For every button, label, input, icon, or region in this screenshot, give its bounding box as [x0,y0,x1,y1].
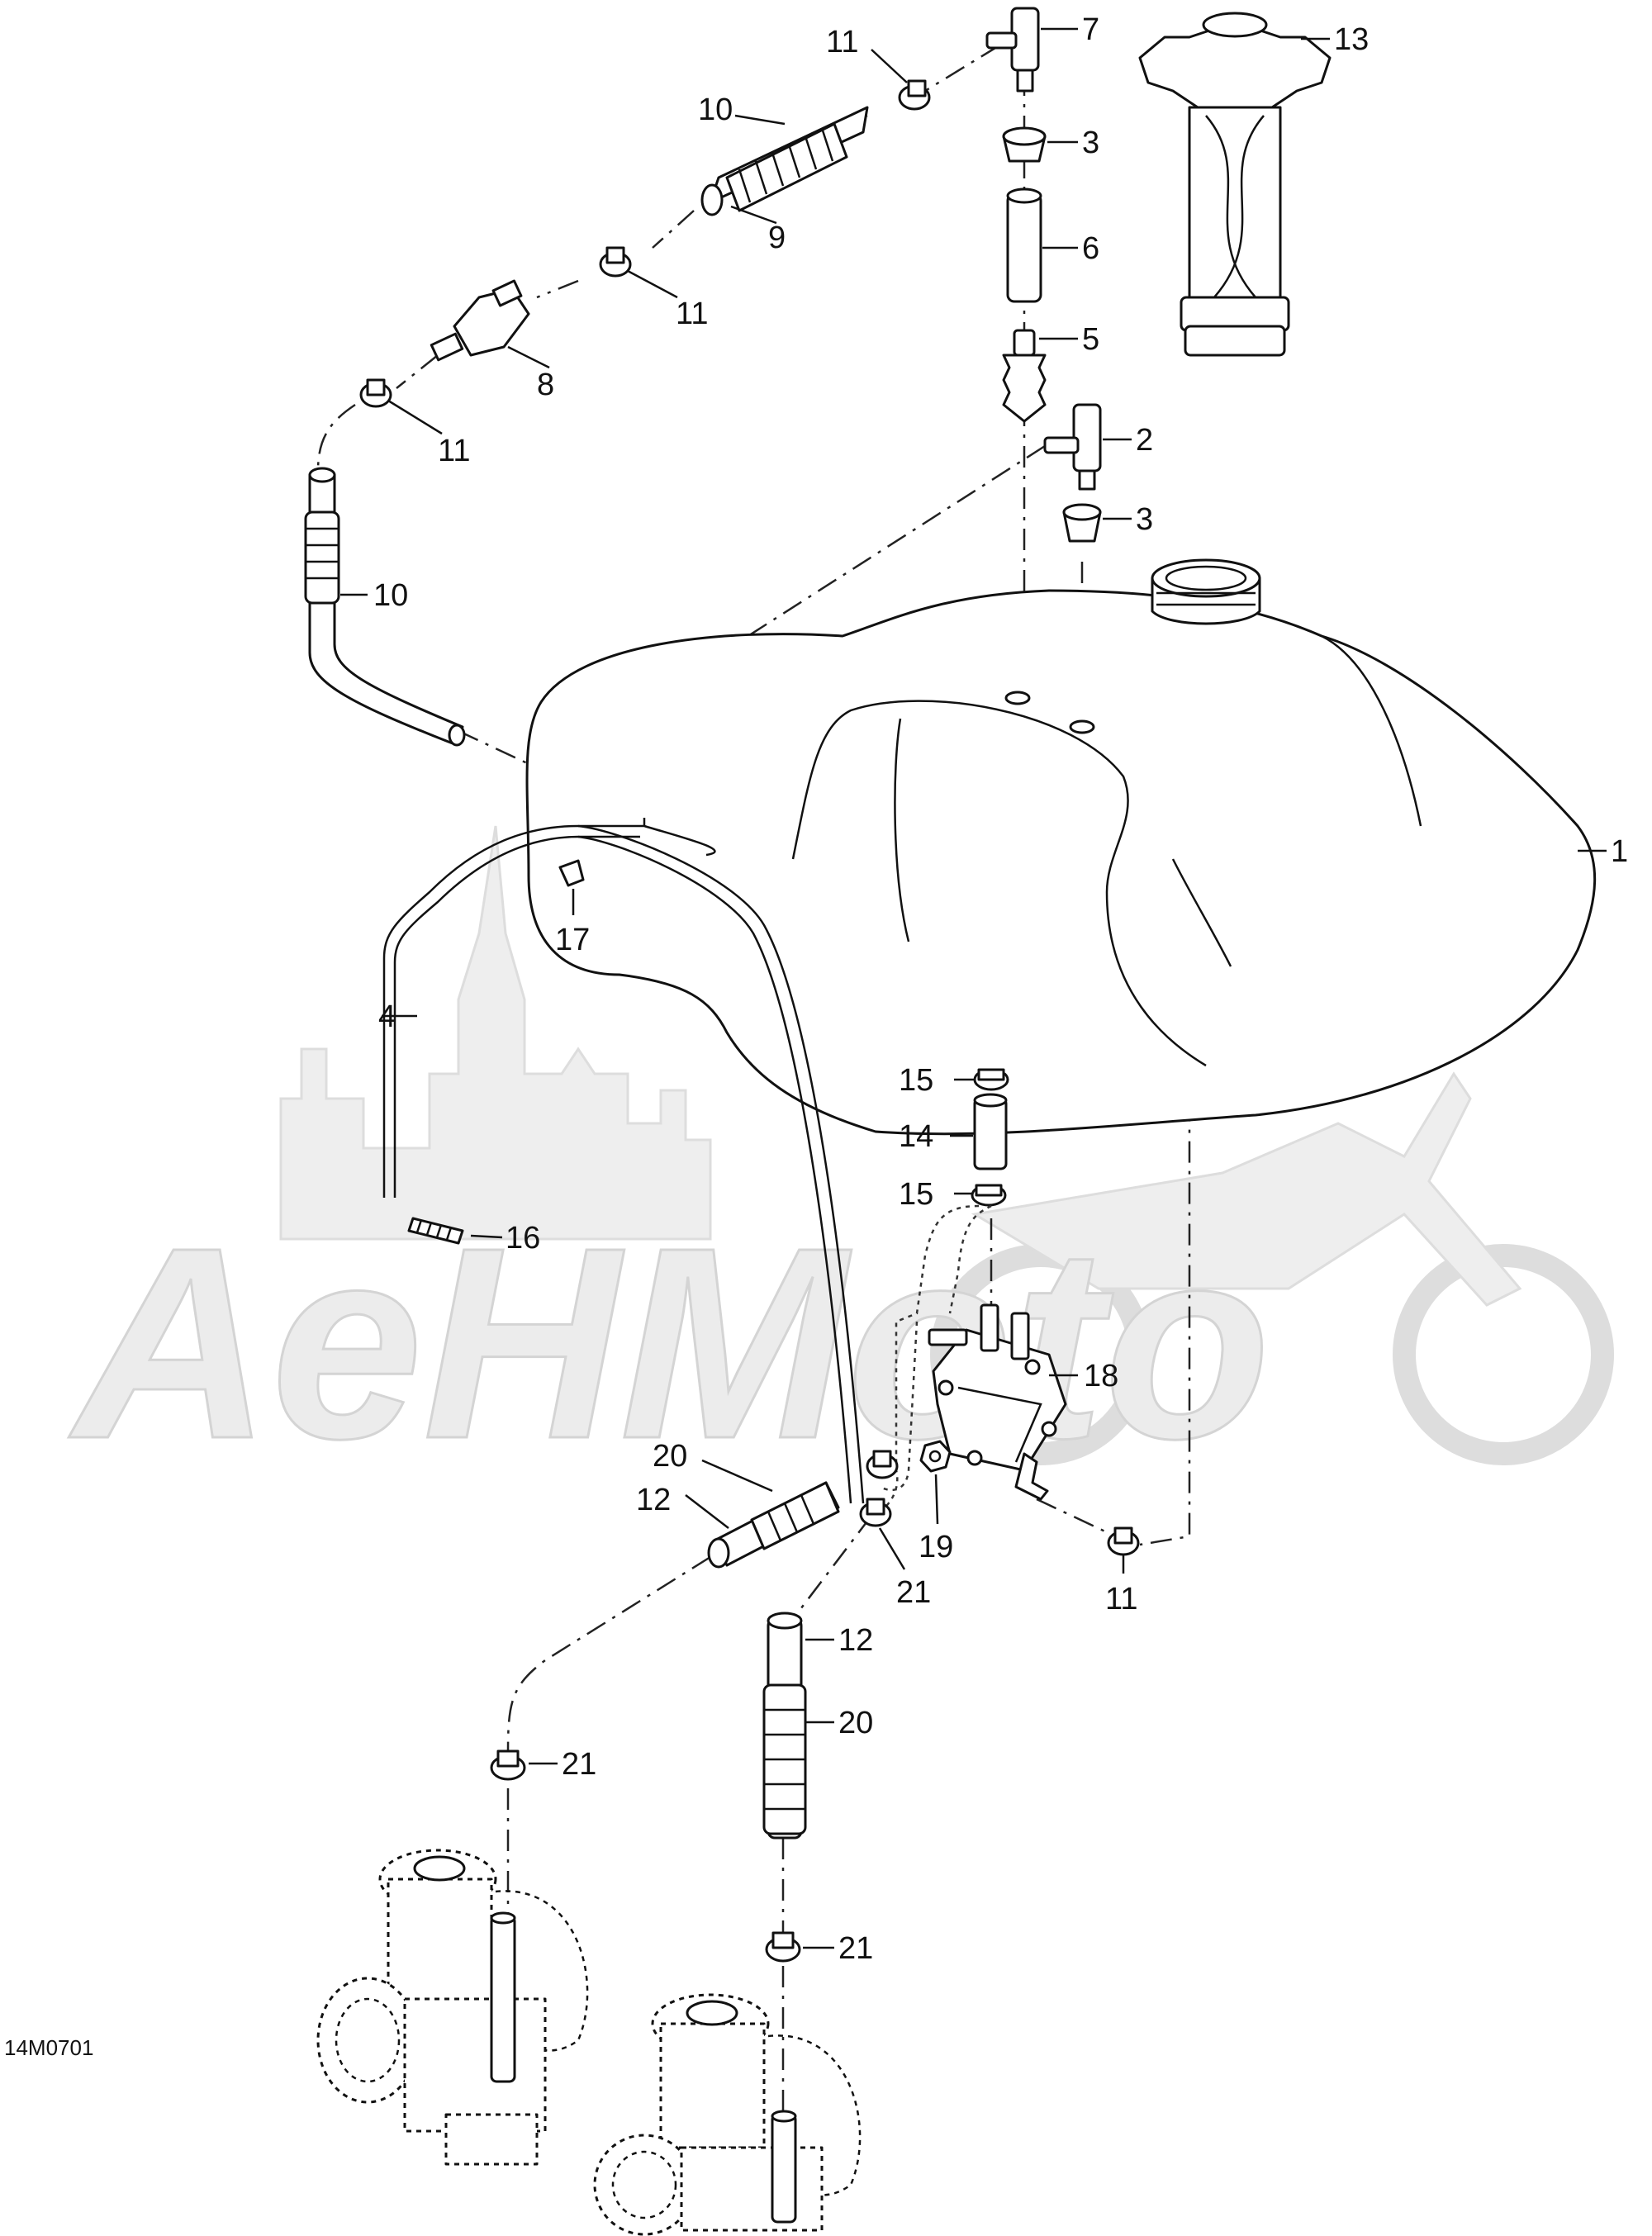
clip [558,859,585,887]
callout-11-right: 11 [1105,1582,1137,1616]
watermark: AeHMoto [64,825,1614,1497]
fuel-filter [430,279,530,362]
hose-vent [1006,188,1042,303]
clamp-11-left [359,378,392,408]
callout-11-top: 11 [826,25,858,59]
callout-1: 1 [1611,834,1628,869]
clamp-11-mid [599,246,632,278]
callout-21-upper: 21 [896,1575,931,1610]
pump-hose [973,1093,1008,1170]
fuel-pump [928,1303,1067,1501]
callout-15-bottom: 15 [899,1177,933,1212]
watermark-skyline [279,825,712,1241]
clamp-15-bottom [971,1184,1007,1207]
diagram-code: 14M0701 [4,2035,93,2060]
callout-3-upper: 3 [1082,126,1099,160]
carburetor-right [593,1993,862,2236]
fuel-hose-upper [700,106,869,216]
carburetor-left [316,1849,589,2166]
callout-4: 4 [378,999,396,1034]
callout-13: 13 [1334,22,1369,57]
callout-12-lower: 12 [838,1623,873,1658]
callout-15-top: 15 [899,1063,933,1098]
callout-12-upper: 12 [636,1483,671,1517]
callout-10-top: 10 [698,93,733,127]
callout-7: 7 [1082,12,1099,47]
hose-spring-guard-lower [750,1481,840,1550]
fuel-tank [525,558,1597,1136]
watermark-motorcycle [930,1071,1614,1465]
callout-21-right: 21 [838,1931,873,1966]
tee-fitting-lower [1043,403,1102,491]
callout-5: 5 [1082,322,1099,357]
callout-20-upper: 20 [653,1439,687,1474]
clamp-21-upper-b [859,1498,892,1527]
leader-lines [340,27,1607,1949]
callout-21-left: 21 [562,1747,596,1782]
callout-11-left: 11 [438,434,470,468]
clamp-21-lower-right [765,1931,801,1963]
clamp-11-right [1107,1526,1140,1556]
clamp-21-lower-left [490,1749,526,1781]
callout-labels: 7 3 6 5 2 3 13 1 11 10 9 11 8 11 10 4 16… [373,12,1628,1966]
fuel-hose-vertical [762,1612,807,1840]
callout-2: 2 [1136,423,1153,458]
fuel-gauge-sender [1138,12,1332,357]
spring [407,1217,464,1245]
tee-fitting-upper [985,7,1040,93]
callout-16: 16 [506,1221,540,1256]
callout-19: 19 [919,1530,953,1564]
fuel-hose-lower [707,1481,840,1569]
watermark-text: AeHMoto [66,1190,1270,1495]
pump-dotted-hose [879,1204,980,1513]
fuel-hose-bent [304,467,466,747]
callout-10-bent: 10 [373,578,408,613]
clamp-11-top [898,79,931,111]
clamp-15-top [973,1068,1009,1091]
hose-spring-guard-vertical [762,1683,807,1835]
callout-3-lower: 3 [1136,502,1153,537]
vent-tube [382,818,865,1504]
callout-18: 18 [1084,1359,1118,1393]
callout-8: 8 [537,368,554,402]
clamp-21-upper-a [866,1450,899,1479]
callout-11-mid: 11 [676,297,708,331]
tank-filler-neck [1151,558,1261,625]
hose-spring-guard-bent [304,510,340,605]
check-valve [1002,329,1047,423]
callout-9: 9 [768,221,786,255]
callout-17: 17 [555,923,590,957]
callout-6: 6 [1082,231,1099,266]
nut [919,1440,952,1473]
grommet-lower [1062,503,1102,543]
callout-14: 14 [899,1119,933,1154]
hose-spring-guard [725,122,848,212]
grommet-upper [1002,126,1047,163]
callout-20-lower: 20 [838,1706,873,1740]
